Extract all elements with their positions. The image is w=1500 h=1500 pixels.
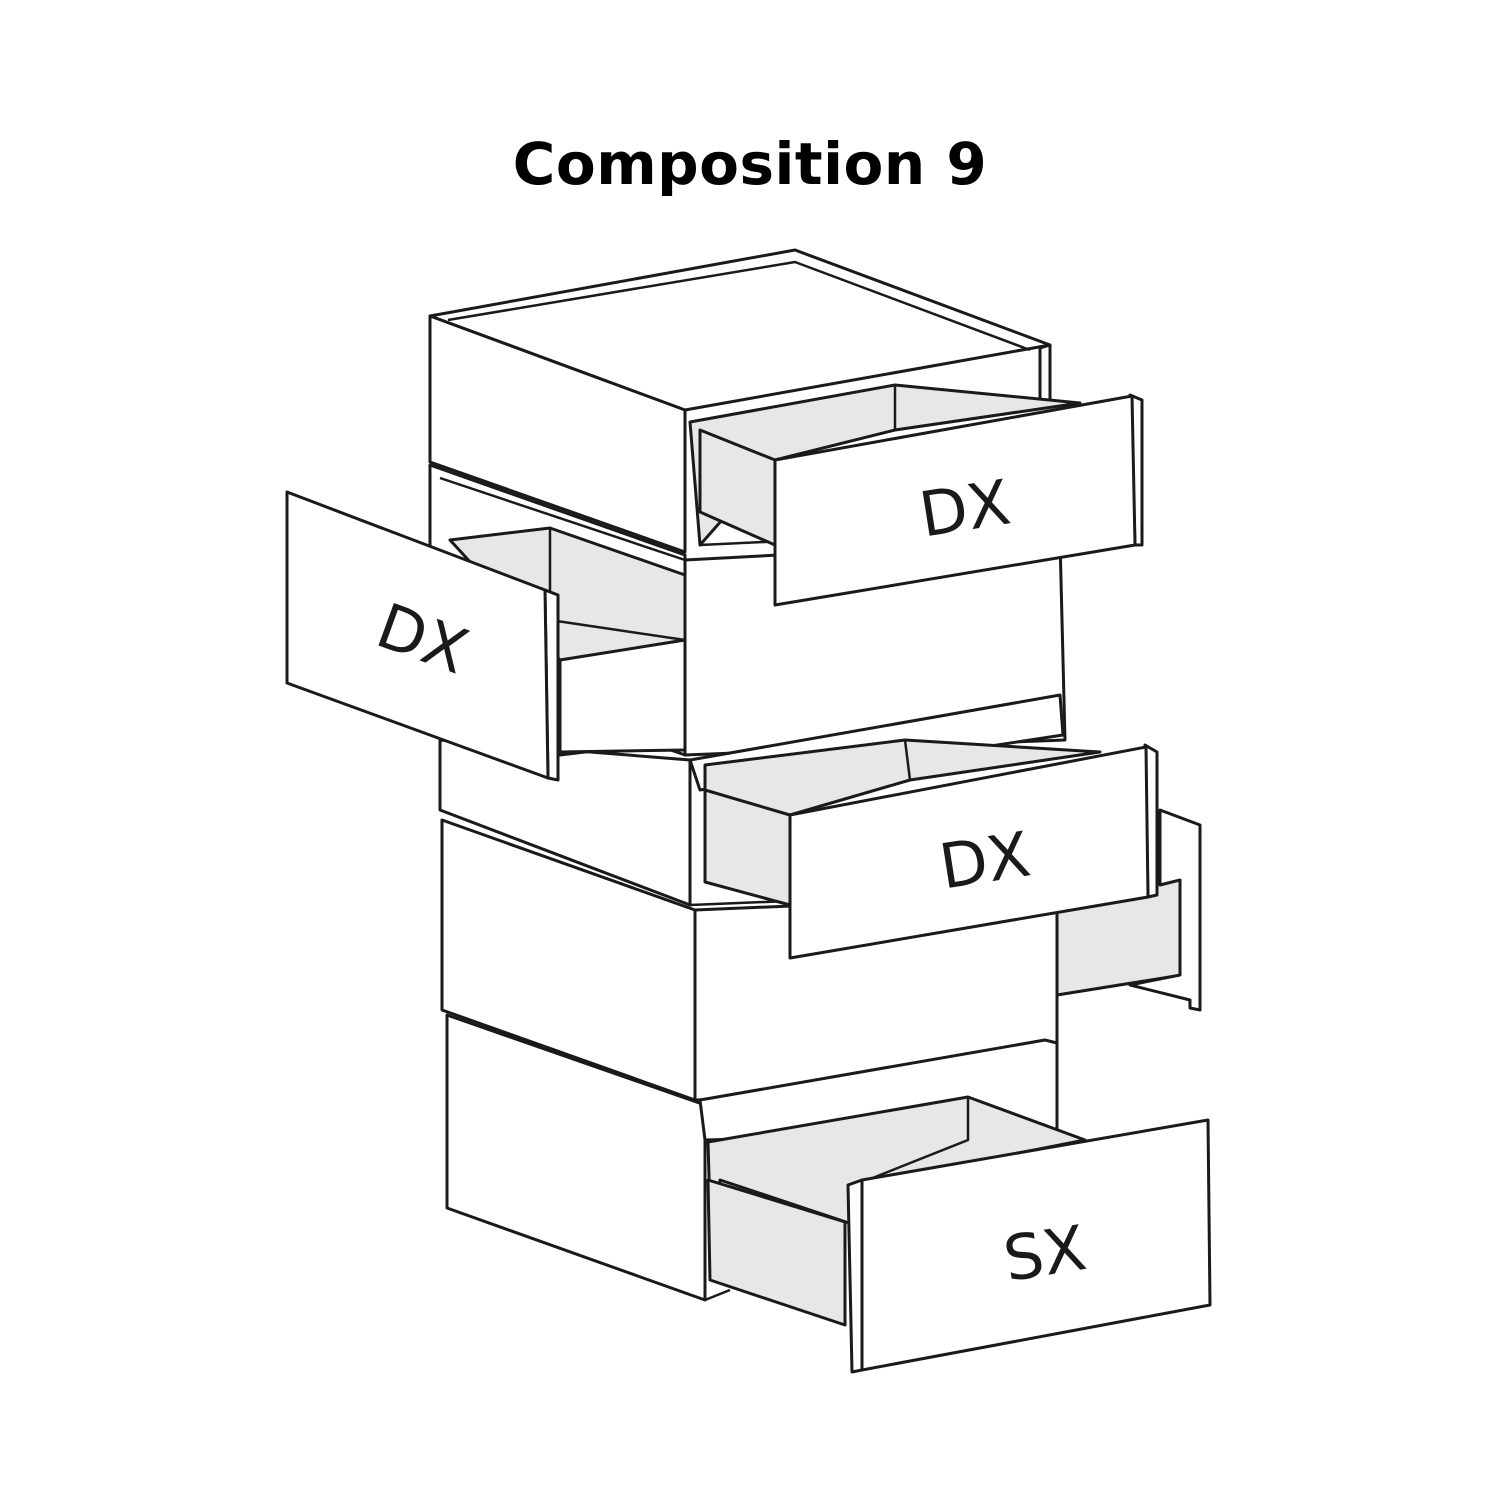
drawer-1-label: DX (915, 465, 1016, 551)
diagram-title: Composition 9 (512, 130, 988, 198)
module-5 (445, 1013, 1087, 1302)
module-4 (440, 808, 1202, 1102)
drawer-2: DX (285, 490, 687, 782)
drawer-3-label: DX (935, 817, 1036, 903)
drawer-1: DX (698, 393, 1144, 607)
drawer-3: DX (703, 743, 1159, 960)
module-3 (438, 693, 1102, 907)
drawer-4-label: SX (999, 1211, 1091, 1296)
drawer-4: SX (706, 1118, 1212, 1374)
